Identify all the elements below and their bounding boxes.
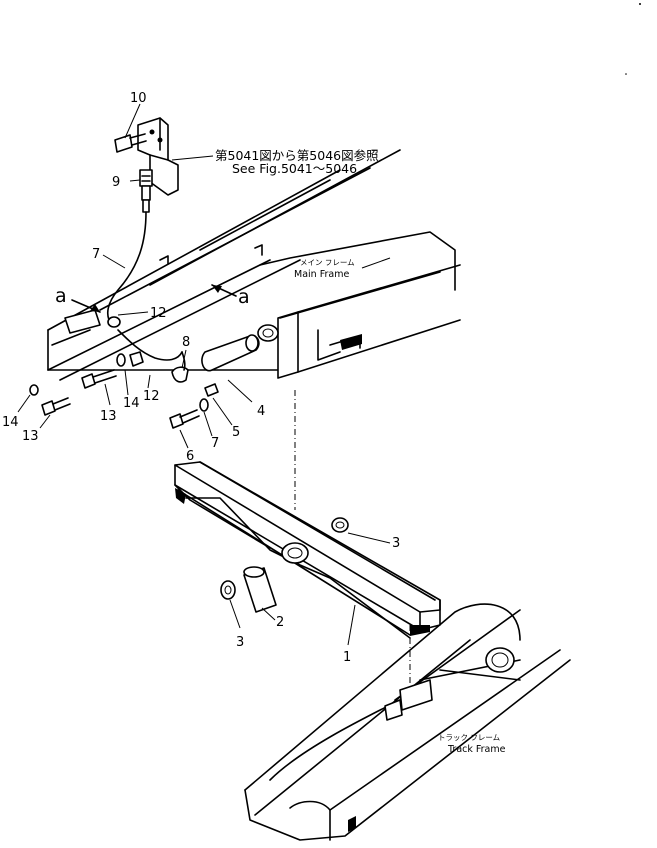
view-marker-left: a: [55, 285, 67, 307]
equalizer-bar: [174, 461, 441, 639]
speck: [639, 3, 641, 5]
callout-14-left: 14: [2, 415, 19, 430]
callout-9: 8: [182, 335, 190, 350]
callout-4: 4: [257, 404, 265, 419]
main-frame-label: メイン フレーム Main Frame: [294, 257, 391, 280]
view-arrows: a a: [55, 284, 250, 313]
callout-13-left: 13: [22, 429, 39, 444]
callout-3-left: 3: [236, 635, 244, 650]
bushing-and-seals: [220, 517, 349, 613]
callout-1: 1: [343, 650, 351, 665]
callout-3-right: 3: [392, 536, 400, 551]
reference-line-en: See Fig.5041～5046: [232, 161, 357, 176]
callout-10: 9: [112, 175, 120, 190]
left-fasteners: [29, 353, 126, 416]
figure-reference: 第5041図から第5046図参照 See Fig.5041～5046: [171, 148, 379, 176]
callout-8: 7: [92, 247, 100, 262]
speck: [625, 73, 627, 75]
reference-line-jp: 第5041図から第5046図参照: [215, 148, 379, 163]
callout-7: 7: [211, 436, 219, 451]
grease-hose: [106, 211, 189, 383]
callout-5: 5: [232, 425, 240, 440]
callout-13-right: 13: [100, 409, 117, 424]
view-marker-right: a: [238, 286, 250, 308]
main-frame-label-jp: メイン フレーム: [300, 258, 355, 267]
main-frame-label-en: Main Frame: [294, 269, 349, 280]
track-frame-label-jp: トラック フレーム: [438, 733, 500, 742]
callout-2: 2: [276, 615, 284, 630]
callout-12-lower: 12: [143, 389, 160, 404]
callout-6: 6: [186, 449, 194, 464]
pin-assembly: [169, 334, 260, 429]
callout-11: 10: [130, 91, 147, 106]
bracket-assembly: [114, 117, 179, 213]
callout-12-upper: 12: [150, 306, 167, 321]
main-frame-beam: [47, 149, 461, 381]
track-frame-label: トラック フレーム Track Frame: [438, 733, 506, 755]
callout-14-right: 14: [123, 396, 140, 411]
track-frame: [244, 603, 571, 841]
callout-numbers: 10 9 7 12 8 12 14 13 4 5 7 6 14 13 3 2 3…: [2, 91, 400, 665]
track-frame-label-en: Track Frame: [447, 744, 506, 755]
